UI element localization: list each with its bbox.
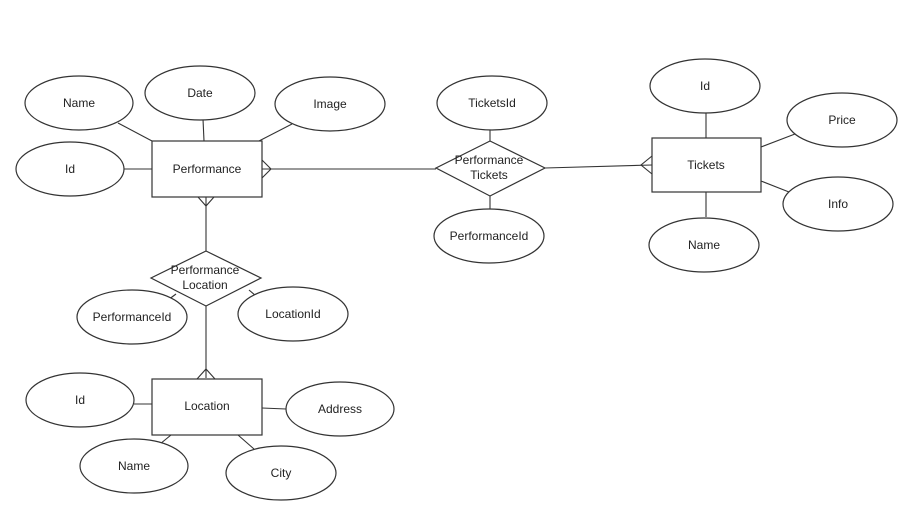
attribute-location-address-ellipse — [285, 381, 395, 437]
attribute-performance-image: Image — [274, 76, 386, 132]
attribute-tickets-name: Name — [648, 217, 760, 273]
attribute-location-address: Address — [285, 381, 395, 437]
attribute-location-name-label: Name — [118, 459, 150, 473]
edge-location-city — [237, 434, 255, 450]
edge-performance-date — [202, 118, 205, 142]
crowsfoot-tickets-left — [640, 155, 653, 175]
attribute-perf-tickets-performanceid-ellipse — [433, 208, 545, 264]
attribute-perf-tickets-performanceid-label: PerformanceId — [450, 229, 529, 243]
attribute-tickets-name-ellipse — [648, 217, 760, 273]
crowsfoot-location-top — [196, 368, 216, 380]
relationship-performance-tickets: Performance Tickets — [434, 140, 547, 197]
entity-tickets-label: Tickets — [687, 158, 725, 172]
attribute-tickets-price-ellipse — [786, 92, 898, 148]
attribute-tickets-id: Id — [649, 58, 761, 114]
attribute-performance-id-ellipse — [15, 141, 125, 197]
entity-location-box — [151, 378, 263, 436]
edge-perf-tickets-to-tickets — [544, 164, 653, 169]
edge-performance-name — [117, 122, 153, 142]
attribute-location-id: Id — [25, 372, 135, 428]
attribute-ticketsid-ellipse — [436, 75, 548, 131]
edge-performance-image — [258, 123, 293, 142]
relationship-performance-location-line2: Location — [182, 278, 227, 292]
entity-tickets: Tickets — [651, 137, 762, 193]
attribute-performance-date-ellipse — [144, 65, 256, 121]
attribute-tickets-info-label: Info — [828, 197, 848, 211]
attribute-performance-name-label: Name — [63, 96, 95, 110]
edge-tickets-info — [760, 180, 790, 193]
attribute-ticketsid: TicketsId — [436, 75, 548, 131]
attribute-perf-tickets-performanceid: PerformanceId — [433, 208, 545, 264]
relationship-performance-location-diamond — [149, 250, 263, 307]
attribute-tickets-id-label: Id — [700, 79, 710, 93]
attribute-performance-name: Name — [24, 75, 134, 131]
attribute-ticketsid-label: TicketsId — [468, 96, 516, 110]
entity-location: Location — [151, 378, 263, 436]
crowsfoot-performance-right — [261, 159, 272, 179]
relationship-performance-tickets-line1: Performance — [455, 153, 524, 167]
attribute-performance-date-label: Date — [187, 86, 213, 100]
entity-performance-box — [151, 140, 263, 198]
connectors — [117, 113, 796, 450]
attribute-perf-location-performanceid: PerformanceId — [76, 289, 188, 345]
entity-tickets-box — [651, 137, 762, 193]
edge-location-address — [261, 407, 287, 410]
attribute-locationid-ellipse — [237, 286, 349, 342]
attribute-performance-id: Id — [15, 141, 125, 197]
attribute-location-name-ellipse — [79, 438, 189, 494]
attribute-performance-id-label: Id — [65, 162, 75, 176]
attribute-tickets-name-label: Name — [688, 238, 720, 252]
attribute-performance-date: Date — [144, 65, 256, 121]
attribute-location-city-label: City — [271, 466, 292, 480]
attribute-perf-location-performanceid-ellipse — [76, 289, 188, 345]
attribute-tickets-info-ellipse — [782, 176, 894, 232]
attribute-performance-image-label: Image — [313, 97, 347, 111]
relationship-performance-tickets-line2: Tickets — [470, 168, 508, 182]
attribute-tickets-id-ellipse — [649, 58, 761, 114]
attribute-perf-location-performanceid-label: PerformanceId — [93, 310, 172, 324]
cardinality-markers — [196, 155, 653, 380]
attribute-tickets-price-label: Price — [828, 113, 856, 127]
attribute-tickets-info: Info — [782, 176, 894, 232]
attribute-location-id-ellipse — [25, 372, 135, 428]
attribute-tickets-price: Price — [786, 92, 898, 148]
relationship-performance-tickets-diamond — [434, 140, 547, 197]
attribute-location-address-label: Address — [318, 402, 362, 416]
crowsfoot-performance-bottom — [197, 196, 215, 207]
attribute-performance-name-ellipse — [24, 75, 134, 131]
entity-performance: Performance — [151, 140, 263, 198]
attribute-performance-image-ellipse — [274, 76, 386, 132]
relationship-performance-location-line1: Performance — [171, 263, 240, 277]
attribute-location-id-label: Id — [75, 393, 85, 407]
edge-tickets-price — [760, 133, 796, 148]
attribute-location-name: Name — [79, 438, 189, 494]
attribute-locationid-label: LocationId — [265, 307, 320, 321]
attribute-location-city: City — [225, 445, 337, 501]
attribute-locationid: LocationId — [237, 286, 349, 342]
entity-location-label: Location — [184, 399, 229, 413]
relationship-performance-location: Performance Location — [149, 250, 263, 307]
attribute-location-city-ellipse — [225, 445, 337, 501]
entity-performance-label: Performance — [173, 162, 242, 176]
